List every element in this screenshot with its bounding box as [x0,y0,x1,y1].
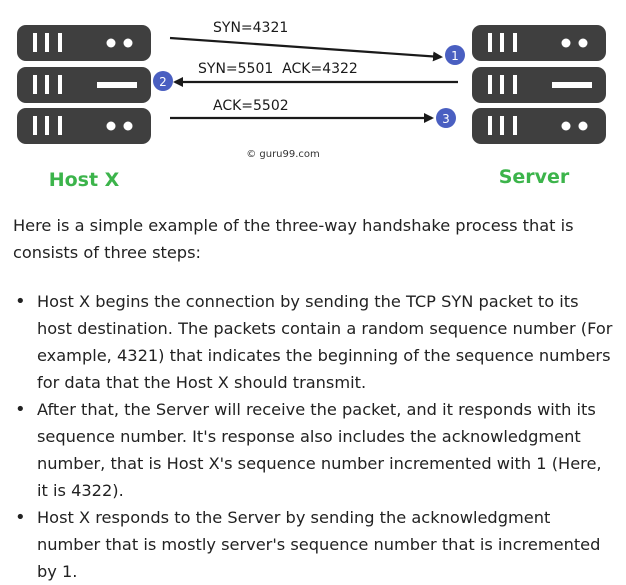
server-unit-3 [472,108,606,144]
step-2-number: 2 [159,75,167,89]
step-1-text: Host X begins the connection by sending … [37,292,613,392]
server-unit-1 [472,25,606,61]
host-x-unit-2 [17,67,151,103]
step-3-number: 3 [442,112,450,126]
step-1-number: 1 [451,49,459,63]
syn-ack-arrow-label: SYN=5501 ACK=4322 [198,61,358,77]
host-x-label: Host X [49,169,120,191]
step-1-badge [445,45,465,65]
list-item: • Host X responds to the Server by sendi… [13,504,613,585]
step-3-badge [436,108,456,128]
step-2-badge [153,71,173,91]
bullet-icon: • [15,291,26,312]
server-unit-2 [472,67,606,103]
handshake-diagram: SYN=4321 1 SYN=5501 ACK=4322 2 ACK=5502 … [0,0,626,200]
article-body: Here is a simple example of the three-wa… [13,212,613,585]
host-x-server-stack [17,25,151,144]
list-item: • After that, the Server will receive th… [13,396,613,504]
intro-paragraph: Here is a simple example of the three-wa… [13,216,574,262]
syn-arrow [169,36,443,62]
ack-arrow-label: ACK=5502 [213,98,289,114]
syn-arrow-label: SYN=4321 [213,20,288,36]
list-item: • Host X begins the connection by sendin… [13,288,613,396]
steps-list: • Host X begins the connection by sendin… [13,288,613,585]
bullet-icon: • [15,399,26,420]
host-x-unit-1 [17,25,151,61]
watermark: © guru99.com [246,149,320,160]
handshake-diagram-svg: SYN=4321 1 SYN=5501 ACK=4322 2 ACK=5502 … [17,20,606,191]
step-2-text: After that, the Server will receive the … [37,400,602,500]
server-stack [472,25,606,144]
host-x-unit-3 [17,108,151,144]
server-label: Server [499,166,570,188]
step-3-text: Host X responds to the Server by sending… [37,508,601,581]
bullet-icon: • [15,507,26,528]
